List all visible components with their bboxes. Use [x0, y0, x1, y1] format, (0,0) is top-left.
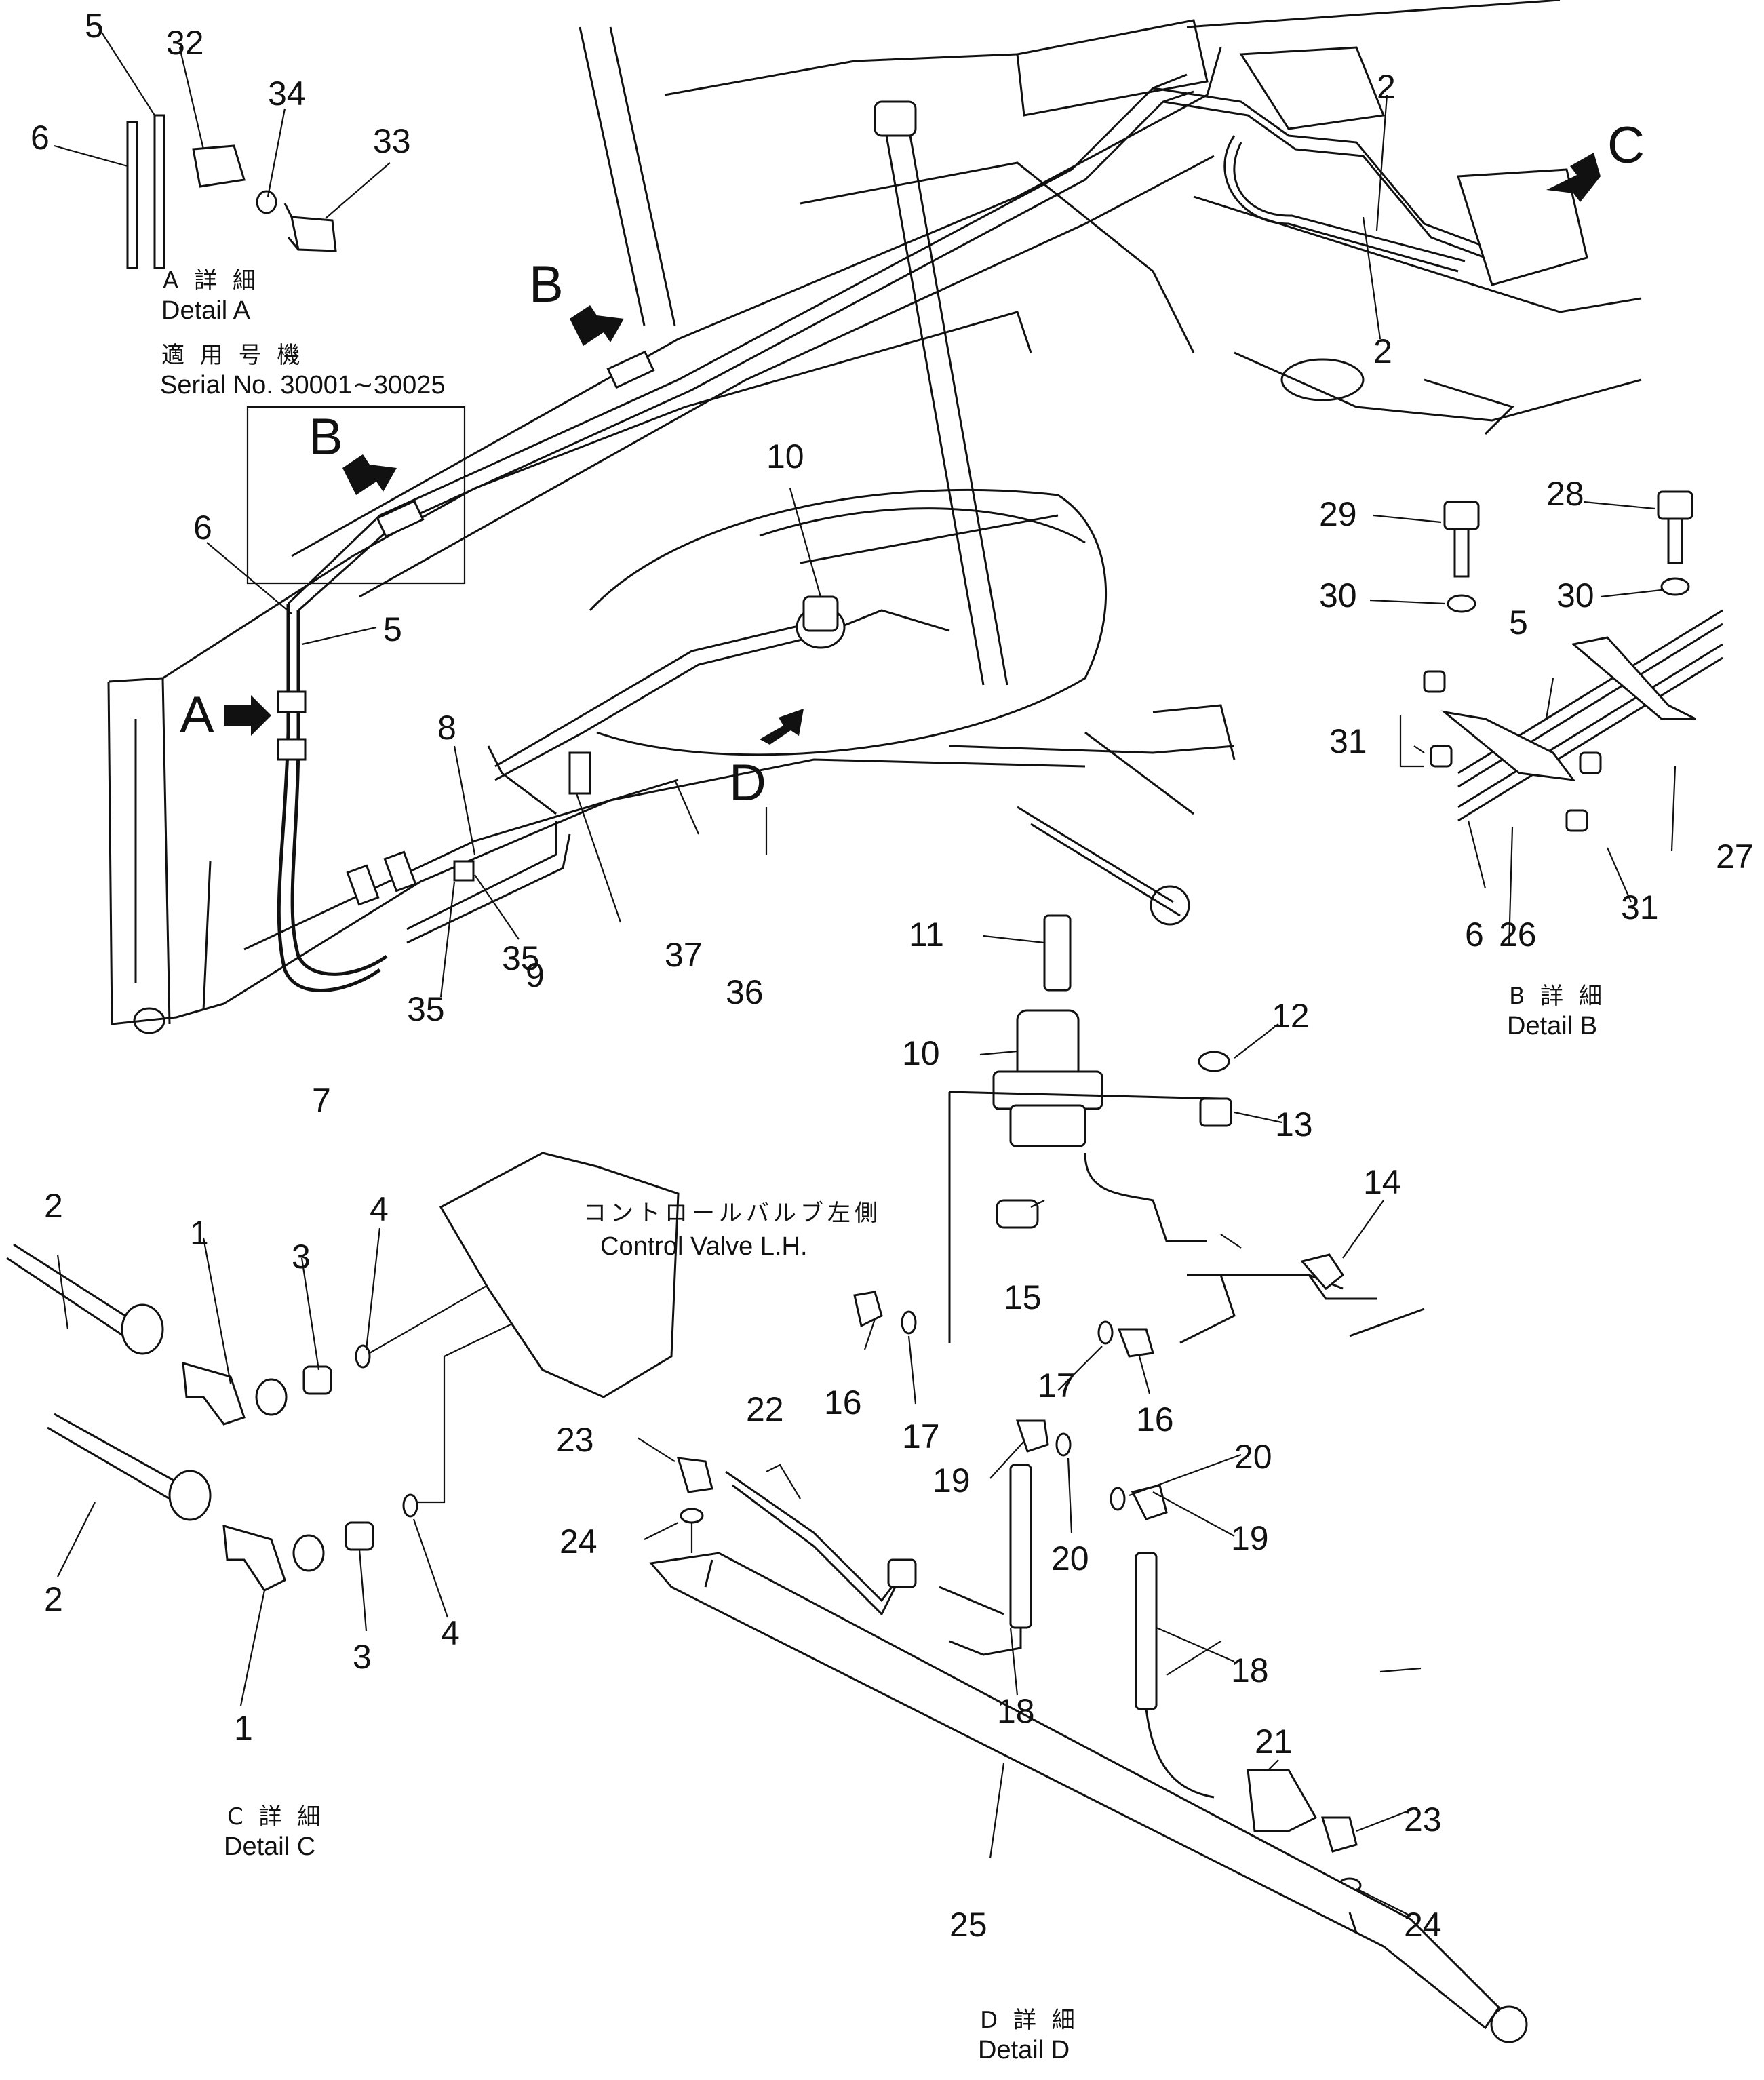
part-label-24: 24	[560, 1523, 597, 1561]
part-label-5: 5	[383, 610, 402, 648]
arrow-a-icon	[224, 695, 271, 736]
detail-b-drawing	[1423, 490, 1723, 832]
part-label-29: 29	[1319, 495, 1357, 533]
part-label-4: 4	[370, 1190, 389, 1228]
detail-d-drawing	[649, 914, 1528, 2043]
view-letter-d: D	[729, 754, 766, 812]
part-label-17: 17	[902, 1417, 940, 1455]
detail-c-caption-jp: C 詳 細	[227, 1803, 324, 1830]
part-label-10: 10	[766, 437, 804, 475]
part-label-19: 19	[1231, 1519, 1269, 1557]
part-label-31: 31	[1329, 722, 1367, 760]
part-label-9: 9	[526, 956, 545, 994]
detail-d-caption-jp: D 詳 細	[980, 2007, 1079, 2034]
part-label-35: 35	[502, 939, 540, 977]
part-label-20: 20	[1234, 1438, 1272, 1476]
hydraulic-lines-main	[277, 46, 1588, 992]
detail-b-caption-jp: B 詳 細	[1509, 983, 1606, 1010]
part-label-23: 23	[556, 1421, 594, 1459]
part-label-4: 4	[441, 1614, 460, 1652]
part-label-3: 3	[353, 1638, 372, 1676]
part-label-37: 37	[665, 936, 703, 974]
part-label-16: 16	[1136, 1400, 1174, 1438]
part-label-21: 21	[1255, 1723, 1293, 1761]
part-label-7: 7	[312, 1082, 331, 1120]
part-label-16: 16	[824, 1384, 862, 1421]
part-label-2: 2	[1373, 332, 1392, 370]
part-label-12: 12	[1272, 997, 1310, 1035]
part-label-14: 14	[1363, 1163, 1401, 1201]
part-label-19: 19	[933, 1461, 971, 1499]
view-arrows	[224, 153, 1601, 745]
view-letters: B B A C D	[180, 117, 1645, 812]
arrow-c-icon	[1546, 153, 1601, 202]
view-letter-c: C	[1607, 117, 1645, 174]
part-label-18: 18	[997, 1692, 1035, 1730]
part-label-27: 27	[1716, 838, 1754, 876]
part-label-23: 23	[1404, 1801, 1442, 1839]
part-label-11: 11	[909, 916, 944, 954]
detail-captions: A 詳 細 Detail A 適 用 号 機 Serial No. 30001∼…	[160, 267, 1606, 2064]
part-label-15: 15	[1004, 1278, 1042, 1316]
part-label-6: 6	[1465, 916, 1484, 954]
part-label-2: 2	[44, 1580, 63, 1618]
part-label-25: 25	[949, 1906, 987, 1944]
part-label-3: 3	[292, 1238, 311, 1276]
part-label-34: 34	[268, 75, 306, 113]
arrow-b-lower-icon	[342, 454, 397, 495]
part-label-6: 6	[193, 509, 212, 547]
part-label-36: 36	[726, 973, 764, 1011]
part-label-5: 5	[85, 7, 104, 45]
part-label-5: 5	[1509, 604, 1528, 642]
detail-a-drawing	[126, 114, 337, 269]
part-label-30: 30	[1556, 576, 1594, 614]
part-label-24: 24	[1404, 1906, 1442, 1944]
part-label-1: 1	[234, 1709, 253, 1747]
detail-a-caption: Detail A	[161, 296, 251, 325]
part-label-8: 8	[437, 709, 456, 747]
part-label-31: 31	[1621, 888, 1659, 926]
part-label-35: 35	[407, 990, 445, 1028]
detail-c-drawing	[6, 1152, 680, 1592]
part-label-22: 22	[746, 1390, 784, 1428]
detail-a-caption-jp: A 詳 細	[163, 267, 260, 294]
serial-caption: Serial No. 30001∼30025	[160, 371, 446, 399]
part-label-1: 1	[190, 1214, 209, 1252]
part-number-labels: 5 32 34 33 6 10 6 5 8 35 35 9 37 36 7 11…	[31, 7, 1754, 1944]
part-label-13: 13	[1275, 1105, 1313, 1143]
view-letter-b: B	[529, 256, 564, 313]
control-valve-caption-jp: コントロールバルブ左側	[583, 1200, 882, 1227]
part-label-10: 10	[902, 1034, 940, 1072]
part-label-33: 33	[373, 122, 411, 160]
part-label-2: 2	[44, 1187, 63, 1225]
serial-caption-jp: 適 用 号 機	[161, 342, 304, 369]
machine-frame-drawing	[107, 0, 1642, 1034]
detail-c-caption: Detail C	[224, 1832, 315, 1861]
view-letter-b: B	[309, 408, 343, 466]
part-label-20: 20	[1051, 1539, 1089, 1577]
part-label-30: 30	[1319, 576, 1357, 614]
arrow-d-icon	[760, 709, 804, 745]
part-label-26: 26	[1499, 916, 1537, 954]
control-valve-caption: Control Valve L.H.	[600, 1232, 808, 1261]
leader-lines	[54, 26, 1677, 1917]
arrow-b-upper-icon	[570, 305, 624, 346]
part-label-18: 18	[1231, 1651, 1269, 1689]
part-label-32: 32	[166, 24, 204, 62]
detail-b-caption: Detail B	[1507, 1012, 1597, 1040]
part-label-28: 28	[1546, 475, 1584, 513]
part-label-2: 2	[1377, 68, 1396, 106]
part-label-17: 17	[1038, 1367, 1076, 1405]
detail-d-caption: Detail D	[978, 2036, 1070, 2064]
view-letter-a: A	[180, 686, 214, 744]
part-label-6: 6	[31, 119, 50, 157]
